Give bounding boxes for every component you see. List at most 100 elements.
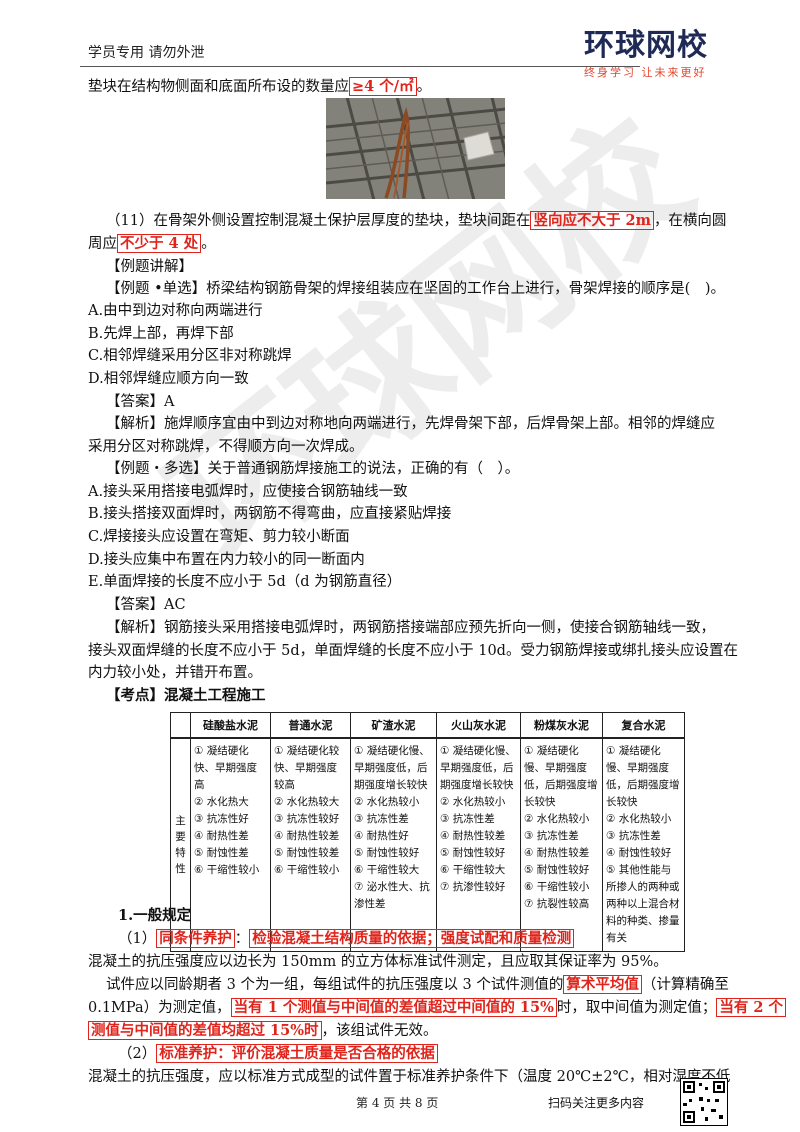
table-header: 粉煤灰水泥 [520, 712, 603, 739]
highlight-box: 检验混凝土结构质量的依据；强度试配和质量检测 [249, 929, 575, 948]
topic-heading: 【考点】混凝土工程施工 [106, 687, 266, 704]
qr-code[interactable] [680, 1078, 728, 1126]
logo-slogan: 终身学习 让未来更好 [584, 66, 707, 79]
cell-item: ④ 耐热性较差 [274, 830, 340, 842]
option-d: D.相邻焊缝应顺方向一致 [88, 371, 249, 387]
analysis-cont: 采用分区对称跳焊，不得顺方向一次焊成。 [88, 439, 364, 455]
rebar-photo-image [326, 98, 505, 199]
analysis-cont: 内力较小处，并错开布置。 [88, 665, 262, 681]
table-header: 硅酸盐水泥 [190, 712, 271, 739]
text-line: 周应不少于 4 处。 [88, 234, 216, 253]
cell-item: ② 水化热较小 [354, 796, 420, 808]
page-number: 第 4 页 共 8 页 [356, 1096, 439, 1110]
highlight-box: 同条件养护 [156, 929, 235, 948]
analysis: 【解析】钢筋接头采用搭接电弧焊时，两钢筋搭接端部应预先折向一侧，使接合钢筋轴线一… [106, 620, 715, 636]
text-line: （1）同条件养护：检验混凝土结构质量的依据；强度试配和质量检测 [118, 928, 575, 951]
cell-item: ⑤ 其他性能与所掺人的两种或两种以上混合材料的种类、掺量有关 [606, 864, 680, 944]
option-e: E.单面焊接的长度不应小于 5d（d 为钢筋直径） [88, 574, 402, 590]
row-header: 主要特性 [170, 737, 191, 952]
cell-item: ① 凝结硬化慢、早期强度低，后期强度增长较快 [606, 745, 680, 808]
cell-item: ④ 耐蚀性较好 [606, 847, 672, 859]
text-line: 试件应以同龄期者 3 个为一组，每组试件的抗压强度以 3 个试件测值的算术平均值… [106, 975, 729, 994]
table-header: 复合水泥 [602, 712, 685, 739]
highlight-box: ≥4 个/㎡ [349, 77, 417, 96]
cement-table: 硅酸盐水泥 普通水泥 矿渣水泥 火山灰水泥 粉煤灰水泥 复合水泥 主要特性 ① … [170, 712, 685, 952]
table-header: 普通水泥 [270, 712, 351, 739]
highlight-box: 算术平均值 [563, 975, 642, 994]
highlight-box: 竖向应不大于 2m [530, 211, 654, 230]
text-line: 0.1MPa）为测定值，当有 1 个测值与中间值的差值超过中间值的 15%时，取… [88, 997, 787, 1020]
option-a: A.由中到边对称向两端进行 [88, 303, 263, 319]
logo: 环球网校 终身学习 让未来更好 [584, 30, 734, 84]
text-line: 垫块在结构物侧面和底面所布设的数量应≥4 个/㎡。 [88, 77, 432, 96]
cell-item: ⑥ 干缩性较大 [440, 864, 506, 876]
option-d: D.接头应集中布置在内力较小的同一断面内 [88, 552, 365, 568]
cell-item: ⑦ 抗裂性较高 [524, 898, 590, 910]
table-header: 火山灰水泥 [436, 712, 521, 739]
cell-item: ① 凝结硬化较快、早期强度较高 [274, 745, 340, 791]
table-header [170, 712, 191, 739]
text-line: 混凝土的抗压强度应以边长为 150mm 的立方体标准试件测定，且应取其保证率为 … [88, 954, 668, 970]
question-multi: 【例题・多选】关于普通钢筋焊接施工的说法，正确的有（ ）。 [106, 461, 520, 477]
cell-item: ② 水化热较小 [524, 813, 590, 825]
table-cell: ① 凝结硬化慢、早期强度低，后期强度增长较快 ② 水化热较小 ③ 抗冻性差 ④ 耐热性… [436, 737, 521, 952]
answer: 【答案】A [106, 394, 175, 410]
header-divider [80, 66, 640, 67]
rebar-photo [326, 98, 505, 199]
table-header-row: 硅酸盐水泥 普通水泥 矿渣水泥 火山灰水泥 粉煤灰水泥 复合水泥 [170, 712, 685, 739]
cell-item: ④ 耐热性好 [354, 830, 409, 842]
cell-item: ⑥ 干缩性较小 [524, 881, 590, 893]
cell-item: ⑦ 抗渗性较好 [440, 881, 506, 893]
qr-code-icon [683, 1081, 725, 1123]
cell-item: ③ 抗冻性较好 [274, 813, 340, 825]
cell-item: ③ 抗冻性差 [440, 813, 495, 825]
cell-item: ⑤ 耐蚀性差 [194, 847, 249, 859]
logo-main-text: 环球网校 [584, 28, 708, 63]
cell-item: ⑥ 干缩性较大 [354, 864, 420, 876]
option-b: B.接头搭接双面焊时，两钢筋不得弯曲，应直接紧贴焊接 [88, 506, 452, 522]
scan-prompt: 扫码关注更多内容 [548, 1096, 645, 1110]
cell-item: ③ 抗冻性差 [524, 830, 579, 842]
answer: 【答案】AC [106, 597, 186, 613]
cell-item: ④ 耐热性差 [194, 830, 249, 842]
cell-item: ④ 耐热性较差 [440, 830, 506, 842]
table-cell: ① 凝结硬化慢、早期强度低，后期强度增长较快 ② 水化热较小 ③ 抗冻性差 ④ 耐热性… [350, 737, 437, 952]
cell-item: ③ 抗冻性差 [606, 830, 661, 842]
cell-item: ② 水化热较大 [274, 796, 340, 808]
analysis-cont: 接头双面焊缝的长度不应小于 5d，单面焊缝的长度不应小于 10d。受力钢筋焊接或… [88, 643, 738, 659]
table-header: 矿渣水泥 [350, 712, 437, 739]
cell-item: ⑥ 干缩性较小 [194, 864, 260, 876]
cell-item: ⑤ 耐蚀性较好 [354, 847, 420, 859]
text-line: 测值与中间值的差值均超过 15%时，该组试件无效。 [88, 1020, 438, 1043]
cell-item: ② 水化热较小 [440, 796, 506, 808]
cell-item: ① 凝结硬化慢、早期强度低，后期强度增长较快 [354, 745, 430, 791]
question-single: 【例题 •单选】桥梁结构钢筋骨架的焊接组装应在坚固的工作台上进行，骨架焊接的顺序… [106, 281, 725, 297]
cell-item: ⑤ 耐蚀性较好 [524, 864, 590, 876]
cell-item: ③ 抗冻性差 [354, 813, 409, 825]
highlight-box: 当有 1 个测值与中间值的差值超过中间值的 15% [230, 998, 557, 1017]
text-line: 混凝土的抗压强度，应以标准方式成型的试件置于标准养护条件下（温度 20℃±2℃，… [88, 1069, 731, 1085]
cell-item: ⑥ 干缩性较小 [274, 864, 340, 876]
cell-item: ⑦ 泌水性大、抗渗性差 [354, 881, 430, 910]
highlight-box: 当有 2 个 [716, 998, 787, 1017]
option-a: A.接头采用搭接电弧焊时，应使接合钢筋轴线一致 [88, 484, 408, 500]
section-title: 1.一般规定 [118, 907, 192, 924]
cell-item: ② 水化热大 [194, 796, 249, 808]
example-heading: 【例题讲解】 [106, 259, 193, 275]
highlight-box: 不少于 4 处 [117, 234, 202, 253]
text-line: （2）标准养护：评价混凝土质量是否合格的依据 [118, 1043, 438, 1066]
highlight-box: 测值与中间值的差值均超过 15%时 [88, 1021, 322, 1040]
option-c: C.相邻焊缝采用分区非对称跳焊 [88, 348, 292, 364]
option-c: C.焊接接头应设置在弯矩、剪力较小断面 [88, 529, 350, 545]
cell-item: ① 凝结硬化慢、早期强度低，后期强度增长较快 [440, 745, 516, 791]
cell-item: ⑤ 耐蚀性较好 [440, 847, 506, 859]
cell-item: ① 凝结硬化快、早期强度高 [194, 745, 257, 791]
highlight-box: 标准养护：评价混凝土质量是否合格的依据 [156, 1044, 438, 1063]
text-line: （11）在骨架外侧设置控制混凝土保护层厚度的垫块，垫块间距在竖向应不大于 2m，… [106, 211, 727, 230]
cell-item: ④ 耐热性较差 [524, 847, 590, 859]
